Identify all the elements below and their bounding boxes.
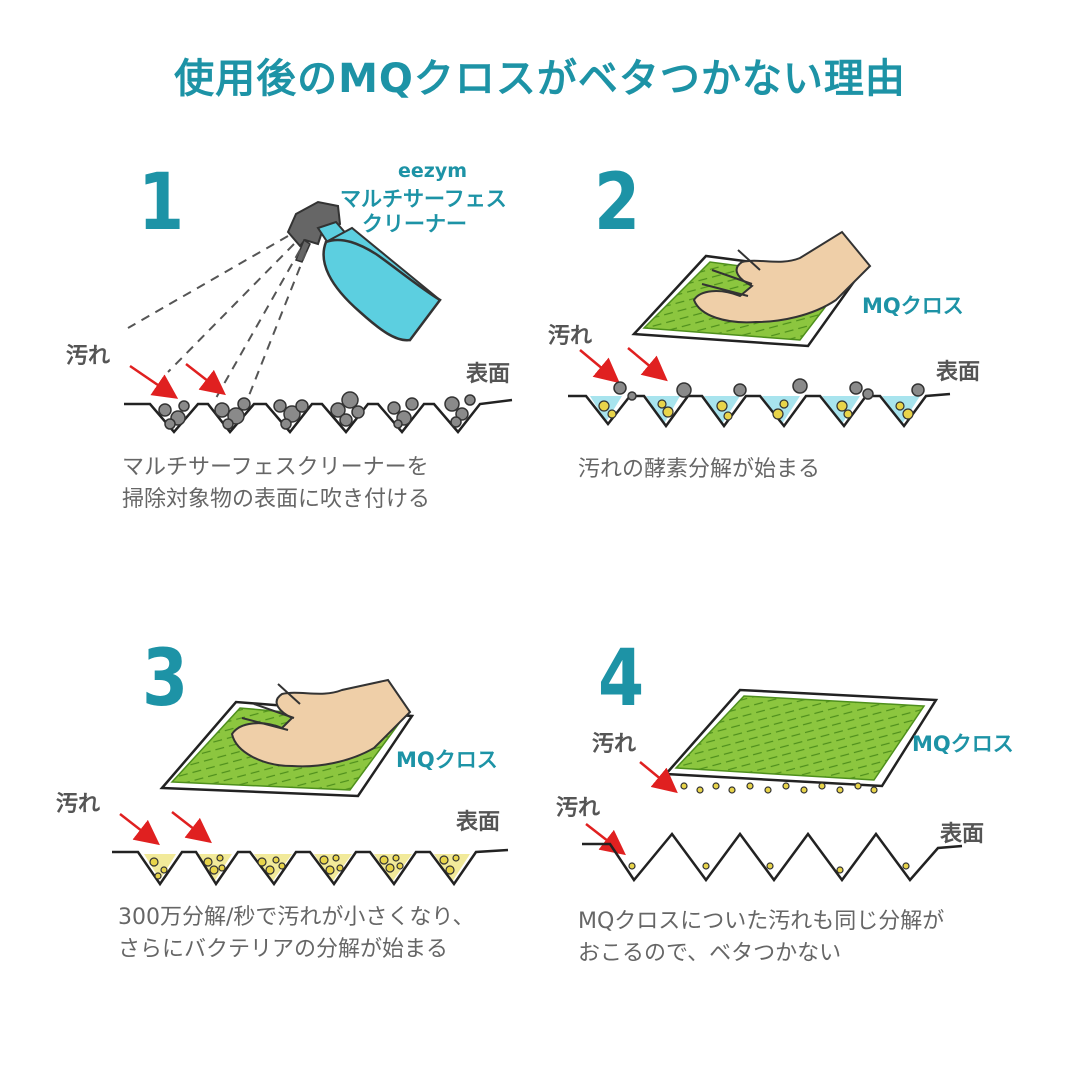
step1-spray-bottle: [286, 200, 442, 342]
step1-dirt-label: 汚れ: [66, 344, 111, 369]
step2-caption: 汚れの酵素分解が始まる: [578, 457, 821, 482]
step4-number: 4: [598, 634, 645, 724]
step1-spray-lines: [127, 235, 307, 399]
step1-surface-label: 表面: [466, 362, 511, 387]
step1-product-line1: マルチサーフェス: [340, 187, 507, 211]
step4-caption: MQクロスについた汚れも同じ分解が おこるので、ベタつかない: [578, 909, 945, 966]
step2-cloth-label: MQクロス: [862, 294, 964, 318]
step4-arrows: [585, 761, 678, 856]
step1-surface: [124, 391, 513, 434]
step3-number: 3: [142, 634, 189, 724]
step1-arrows: [129, 363, 226, 399]
step1-caption: マルチサーフェスクリーナーを 掃除対象物の表面に吹き付ける: [122, 455, 431, 512]
step3-surface-label: 表面: [456, 810, 501, 835]
step4-cloth-dirt-label: 汚れ: [592, 732, 637, 757]
step1-brand: eezym: [398, 160, 468, 182]
step2-arrows: [579, 347, 668, 384]
step3-surface: [112, 848, 509, 887]
step3-dirt-label: 汚れ: [56, 792, 101, 817]
step1-number: 1: [138, 158, 185, 248]
step2-surface-label: 表面: [936, 360, 981, 385]
step2-hand: [692, 230, 872, 324]
step4-surface: [582, 831, 963, 883]
page-title: 使用後のMQクロスがベタつかない理由: [174, 56, 906, 102]
step2-dirt-label: 汚れ: [548, 324, 593, 349]
step3-caption: 300万分解/秒で汚れが小さくなり、 さらにバクテリアの分解が始まる: [118, 905, 475, 962]
step4-cloth-label: MQクロス: [912, 732, 1014, 756]
step3-cloth-label: MQクロス: [396, 748, 498, 772]
step4-surface-label: 表面: [940, 822, 985, 847]
step3-arrows: [119, 811, 212, 846]
step2-number: 2: [594, 158, 641, 248]
step3-hand: [230, 678, 412, 768]
step4-dirt-label: 汚れ: [556, 796, 601, 821]
step2-surface: [568, 378, 951, 429]
step1-product-line2: クリーナー: [362, 212, 467, 236]
step4-cloth: [663, 688, 939, 794]
